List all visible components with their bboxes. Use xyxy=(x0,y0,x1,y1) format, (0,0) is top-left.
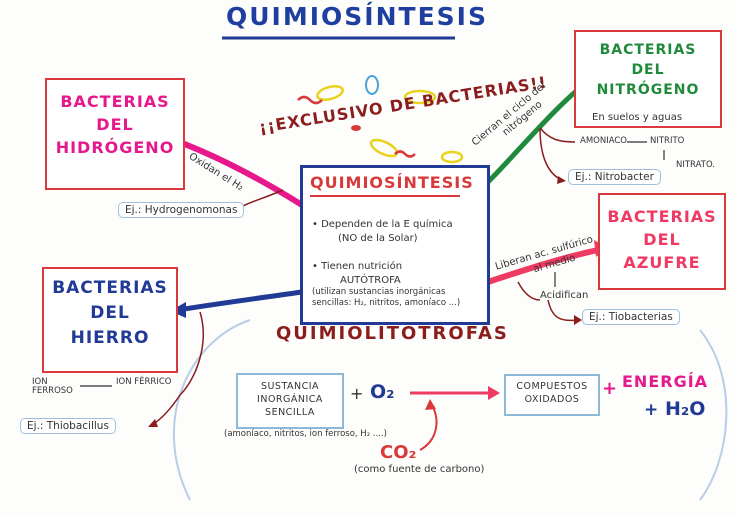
subtitle: QUIMIOLITOTROFAS xyxy=(276,323,509,344)
plus-3: + xyxy=(644,400,659,420)
nitrogen-title: BACTERIAS DEL NITRÓGENO xyxy=(576,42,720,98)
sulfur-title: BACTERIAS DEL AZUFRE xyxy=(600,207,724,272)
nitrogen-example: Ej.: Nitrobacter xyxy=(568,169,661,185)
iron-to-text: ION FÉRRICO xyxy=(116,377,172,387)
bullet-2-line-1: • Tienen nutrición xyxy=(312,261,403,272)
bullet-2-line-2: AUTÓTROFA xyxy=(340,274,401,286)
arrowhead xyxy=(148,419,158,427)
center-box xyxy=(300,165,490,325)
plus-1: + xyxy=(350,384,364,403)
nitrogen-habitat: En suelos y aguas xyxy=(592,112,683,123)
co2-label: CO₂ xyxy=(380,442,417,463)
reactant-line-1: SUSTANCIA xyxy=(260,381,320,392)
bottom-arc-right xyxy=(699,329,728,501)
bacteria-shape xyxy=(316,85,344,101)
sulfur-title-3: AZUFRE xyxy=(623,253,701,272)
iron-from: ION FERROSO xyxy=(32,378,82,396)
co2-note: (como fuente de carbono) xyxy=(354,464,485,475)
iron-box xyxy=(42,267,178,373)
hydrogen-title-1: BACTERIAS xyxy=(60,92,170,111)
connector xyxy=(517,281,541,301)
sulfur-title-1: BACTERIAS xyxy=(607,207,717,226)
nitrogen-title-3: NITRÓGENO xyxy=(596,82,700,98)
bacteria-shape xyxy=(351,125,361,131)
plus-2: + xyxy=(602,378,618,399)
bullet-2-text-1: Tienen nutrición xyxy=(321,261,403,272)
nitrogen-step-1: AMONIACO xyxy=(580,136,627,146)
connector xyxy=(237,189,284,211)
arrowhead xyxy=(170,302,186,318)
bacteria-shape xyxy=(440,150,464,164)
o2-label: O₂ xyxy=(370,381,395,403)
bullet-2-line-3: (utilizan sustancias inorgánicas xyxy=(312,287,446,297)
nitrogen-step-3: NITRATO. xyxy=(676,160,716,170)
iron-from-text: ION FERROSO xyxy=(32,377,73,396)
center-heading-underline xyxy=(310,195,460,197)
arrowhead xyxy=(574,315,582,325)
iron-title: BACTERIAS DEL HIERRO xyxy=(44,278,176,348)
iron-title-2: DEL xyxy=(90,303,130,323)
center-bullet-2: • Tienen nutrición AUTÓTROFA (utilizan s… xyxy=(312,260,460,310)
hydrogen-title-3: HIDRÓGENO xyxy=(55,138,175,157)
arrowhead xyxy=(488,386,500,400)
hydrogen-title: BACTERIAS DEL HIDRÓGENO xyxy=(48,92,182,157)
connector xyxy=(547,299,579,322)
reactant-line-2: INORGÁNICA xyxy=(257,394,323,405)
center-bullet-1: • Dependen de la E química (NO de la Sol… xyxy=(312,218,453,245)
co2-arrow xyxy=(419,404,438,451)
nitrogen-step-2: NITRITO xyxy=(650,136,685,146)
hydrogen-example: Ej.: Hydrogenomonas xyxy=(118,202,245,218)
bacteria-shape xyxy=(369,138,399,158)
sulfur-title-2: DEL xyxy=(643,230,681,249)
reactant-line-3: SENCILLA xyxy=(265,407,315,418)
iron-to: ION FÉRRICO xyxy=(116,378,174,387)
nitrogen-title-1: BACTERIAS xyxy=(599,42,697,58)
bacteria-shape xyxy=(394,150,416,158)
connector xyxy=(539,127,576,143)
arrow-to-iron xyxy=(175,289,305,313)
arrowhead xyxy=(425,399,436,410)
bacteria-shape xyxy=(403,89,437,105)
iron-title-3: HIERRO xyxy=(70,328,150,348)
bacteria-shape xyxy=(365,75,379,95)
hydrogen-title-2: DEL xyxy=(96,115,134,134)
iron-example: Ej.: Thiobacillus xyxy=(20,418,116,434)
product-line-1: COMPUESTOS xyxy=(516,381,588,392)
product-line-2: OXIDADOS xyxy=(524,394,580,405)
center-heading: QUIMIOSÍNTESIS xyxy=(310,173,474,192)
reactant-box: SUSTANCIA INORGÁNICA SENCILLA xyxy=(236,373,344,429)
connector xyxy=(179,311,204,396)
bullet-1-text-1: Dependen de la E química xyxy=(321,219,453,230)
iron-title-1: BACTERIAS xyxy=(52,278,168,298)
hydrogen-box xyxy=(45,78,185,190)
nitrogen-title-2: DEL xyxy=(631,62,665,78)
sulfur-box xyxy=(598,193,726,290)
water-label: H₂O xyxy=(665,398,706,420)
arrowhead xyxy=(557,176,566,184)
connector xyxy=(539,127,563,181)
sulfur-effect: Acidifican xyxy=(540,290,589,301)
bacteria-shape xyxy=(297,95,323,105)
energy-label: ENERGÍA xyxy=(622,372,709,391)
page-title: QUIMIOSÍNTESIS xyxy=(226,2,488,31)
bottom-arc xyxy=(173,319,251,501)
arrow-to-sulfur xyxy=(485,247,601,285)
nitrogen-box xyxy=(574,30,722,128)
sulfur-example: Ej.: Tiobacterias xyxy=(582,309,680,325)
bullet-1-line-1: • Dependen de la E química xyxy=(312,219,453,230)
bullet-2-line-4: sencillas: H₂, nitritos, amoníaco ...) xyxy=(312,298,461,309)
product-box: COMPUESTOS OXIDADOS xyxy=(504,374,600,416)
reactant-note: (amoníaco, nitritos, ion ferroso, H₂ ...… xyxy=(224,429,387,439)
bullet-1-line-2: (NO de la Solar) xyxy=(338,232,418,244)
